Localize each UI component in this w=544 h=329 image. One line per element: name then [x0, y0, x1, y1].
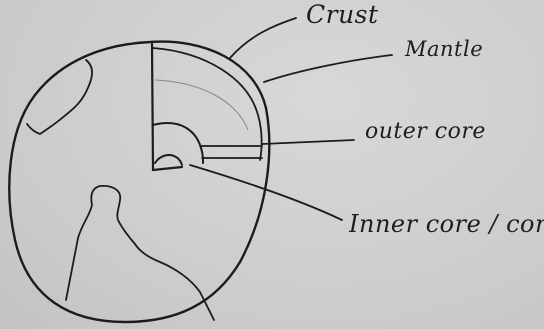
earth-outline	[9, 42, 269, 322]
outer-core-band	[201, 146, 262, 158]
wedge-vertical-edge	[152, 44, 153, 170]
label-inner-core: Inner core / core	[349, 210, 544, 238]
label-crust: Crust	[306, 0, 379, 29]
label-outer-core: outer core	[365, 119, 486, 144]
outer-core-leader-line	[262, 140, 354, 144]
continent-bottom	[66, 186, 214, 320]
label-mantle: Mantle	[405, 37, 483, 61]
inner-core-leader-line	[190, 165, 342, 220]
inner-core-boundary	[155, 155, 182, 165]
crust-inner-boundary	[153, 48, 262, 160]
mantle-leader-line	[264, 55, 392, 82]
wedge-horizontal-edge	[153, 167, 182, 170]
crust-leader-line	[230, 18, 296, 58]
